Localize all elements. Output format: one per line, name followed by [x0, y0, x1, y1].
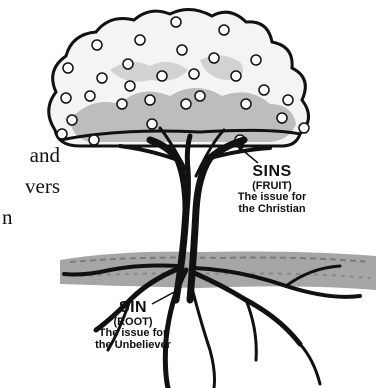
sins-arrow-icon [236, 144, 259, 164]
body-text-line-3: n [2, 205, 13, 229]
sin-title: SIN [118, 299, 148, 316]
fruit-dot-icon [194, 90, 206, 102]
fruit-dot-icon [208, 52, 220, 64]
tree-roots [62, 263, 362, 388]
sin-root-label: SIN (ROOT) The issue for the Unbeliever [92, 299, 174, 351]
fruit-dot-icon [91, 39, 103, 51]
fruit-dot-icon [258, 84, 270, 96]
fruit-dots [56, 16, 310, 146]
fruit-dot-icon [240, 98, 252, 110]
fruit-dot-icon [180, 98, 192, 110]
fruit-dot-icon [56, 128, 68, 140]
fruit-dot-icon [250, 54, 262, 66]
fruit-dot-icon [282, 94, 294, 106]
fruit-dot-icon [170, 16, 182, 28]
fruit-dot-icon [84, 90, 96, 102]
fruit-dot-icon [62, 62, 74, 74]
fruit-dot-icon [60, 92, 72, 104]
fruit-dot-icon [298, 122, 310, 134]
sin-desc-line-2: the Unbeliever [95, 338, 171, 351]
body-text-line-2: vers [25, 174, 60, 198]
tree-trunk [118, 126, 272, 304]
sins-fruit-label: SINS (FRUIT) The issue for the Christian [232, 163, 312, 215]
sins-title: SINS [252, 163, 292, 180]
fruit-dot-icon [176, 44, 188, 56]
fruit-dot-icon [156, 70, 168, 82]
fruit-dot-icon [116, 98, 128, 110]
fruit-dot-icon [88, 134, 100, 146]
fruit-dot-icon [144, 94, 156, 106]
sins-desc-line-1: The issue for [237, 191, 307, 204]
fruit-dot-icon [66, 114, 78, 126]
tree-canopy [47, 8, 310, 148]
sin-desc-line-1: The issue for [98, 327, 168, 340]
partial-body-text: and vers n [0, 140, 60, 233]
fruit-dot-icon [124, 80, 136, 92]
fruit-dot-icon [134, 34, 146, 46]
fruit-dot-icon [276, 112, 288, 124]
fruit-dot-icon [122, 58, 134, 70]
fruit-dot-icon [218, 24, 230, 36]
body-text-line-1: and [29, 143, 60, 167]
fruit-dot-icon [230, 70, 242, 82]
sins-paren: (FRUIT) [252, 179, 292, 192]
fruit-dot-icon [96, 72, 108, 84]
sins-desc-line-2: the Christian [238, 202, 306, 215]
sin-arrow-icon [151, 287, 182, 305]
fruit-dot-icon [188, 68, 200, 80]
fruit-dot-icon [146, 118, 158, 130]
sin-paren: (ROOT) [113, 315, 153, 328]
